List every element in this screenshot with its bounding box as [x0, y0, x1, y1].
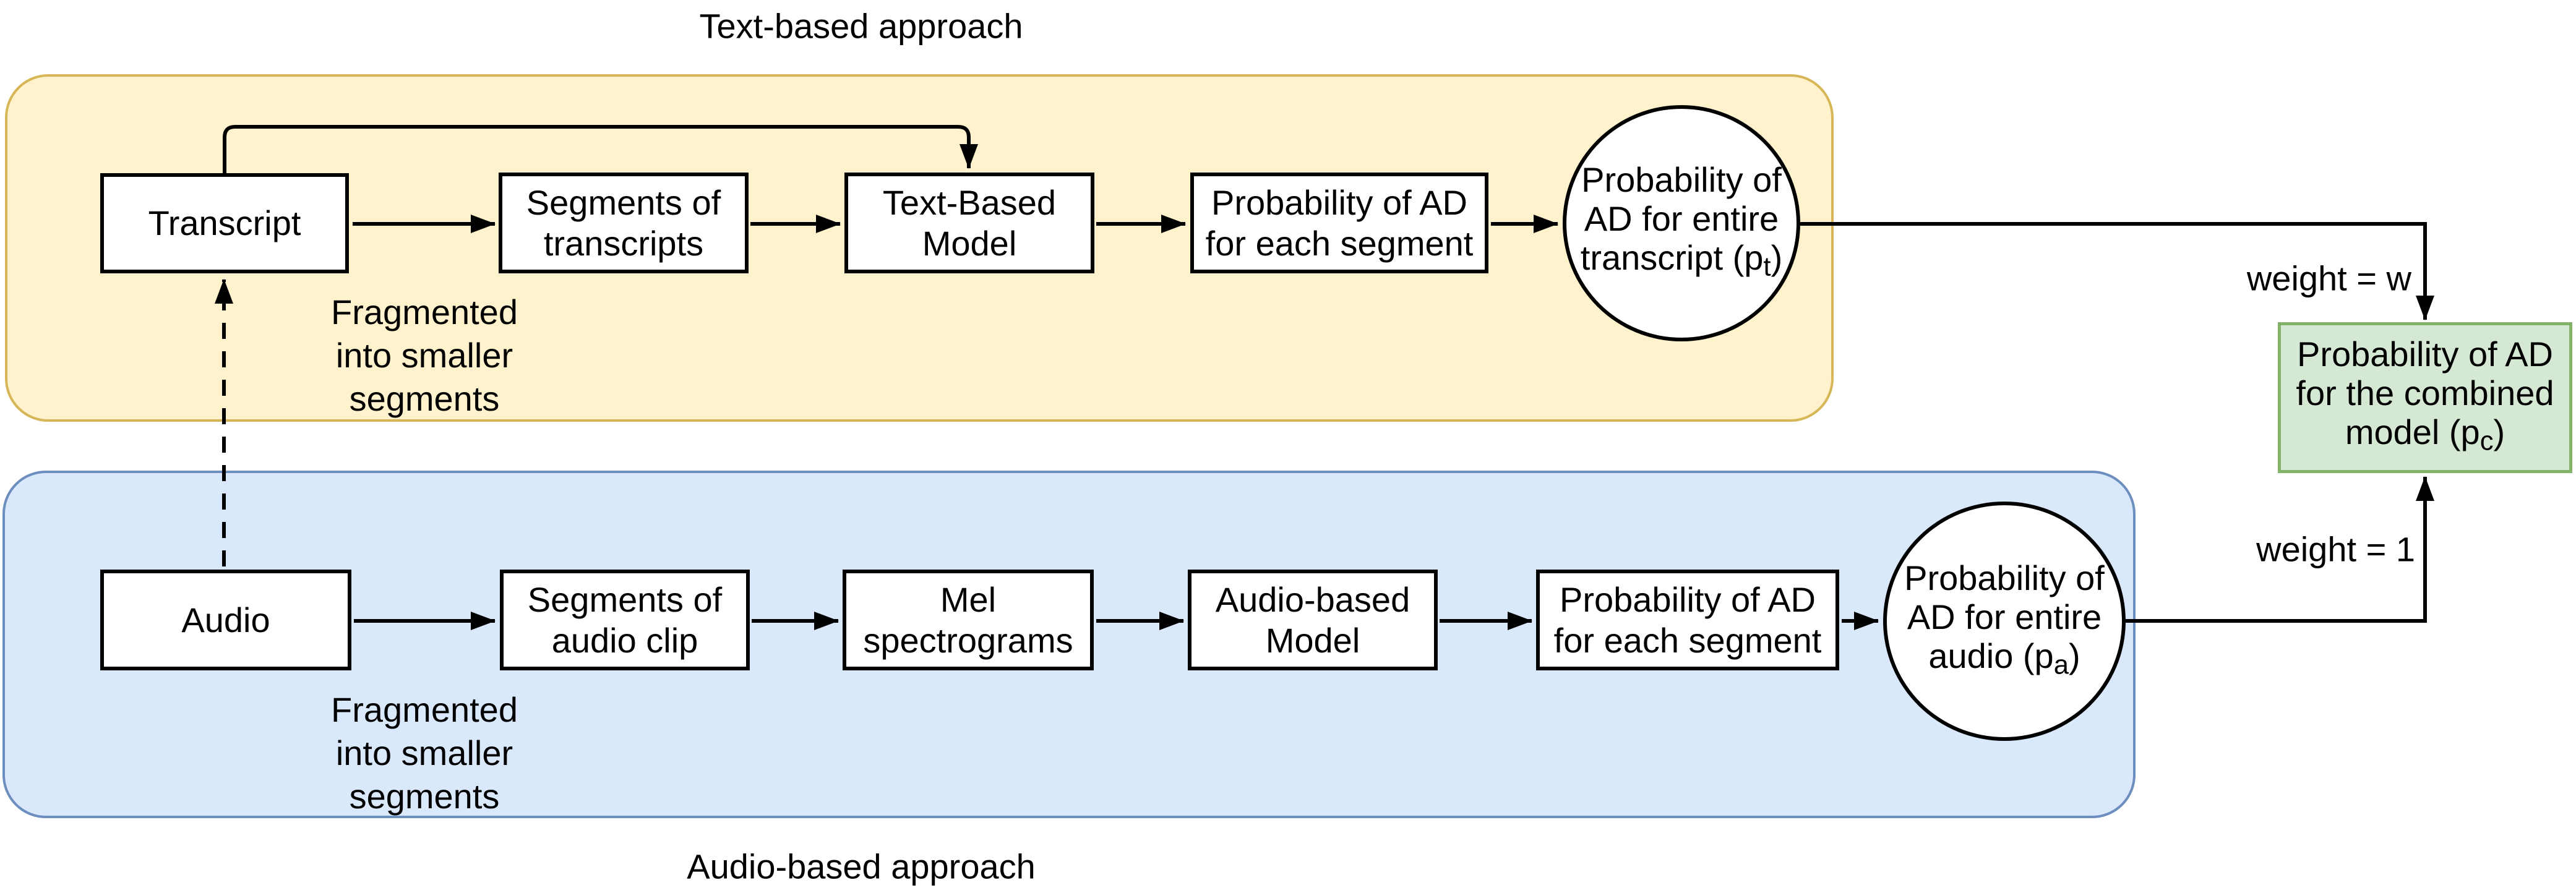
weight-1-label: weight = 1 [2256, 529, 2415, 569]
pt-subscript: t [1763, 251, 1771, 282]
audio-branch-title: Audio-based approach [687, 847, 1036, 886]
audio-prob-segment-node: Probability of AD for each segment [1536, 570, 1839, 670]
pa-formula: audio (pa) [1928, 636, 2080, 680]
arrow-transcript-loop-to-textmodel [223, 125, 978, 173]
arrow-pt-to-combined [1799, 222, 2434, 320]
audio-label: Audio [181, 600, 270, 639]
mel-spectrograms-node: Mel spectrograms [843, 570, 1094, 670]
arrow-pa-to-combined [2124, 476, 2434, 623]
combined-model-node: Probability of AD for the combined model… [2278, 322, 2572, 473]
transcript-label: Transcript [148, 203, 301, 242]
audio-segments-node: Segments of audio clip [500, 570, 750, 670]
pt-formula: transcript (pt) [1580, 238, 1783, 282]
text-fragment-note: Fragmented into smaller segments [331, 293, 518, 418]
text-prob-segment-node: Probability of AD for each segment [1190, 173, 1488, 273]
audio-model-node: Audio-based Model [1188, 570, 1438, 670]
audio-node: Audio [100, 570, 351, 670]
pa-circle-node: Probability of AD for entire audio (pa) [1883, 502, 2126, 741]
text-branch-title: Text-based approach [699, 6, 1023, 46]
weight-w-label: weight = w [2246, 258, 2411, 298]
pa-subscript: a [2053, 649, 2069, 680]
text-model-node: Text-Based Model [844, 173, 1094, 273]
pc-formula: model (pc) [2345, 412, 2505, 456]
pt-circle-node: Probability of AD for entire transcript … [1563, 105, 1800, 341]
pc-subscript: c [2479, 425, 2494, 456]
audio-fragment-note: Fragmented into smaller segments [331, 690, 518, 816]
transcript-node: Transcript [100, 173, 349, 273]
transcript-segments-node: Segments of transcripts [499, 173, 749, 273]
